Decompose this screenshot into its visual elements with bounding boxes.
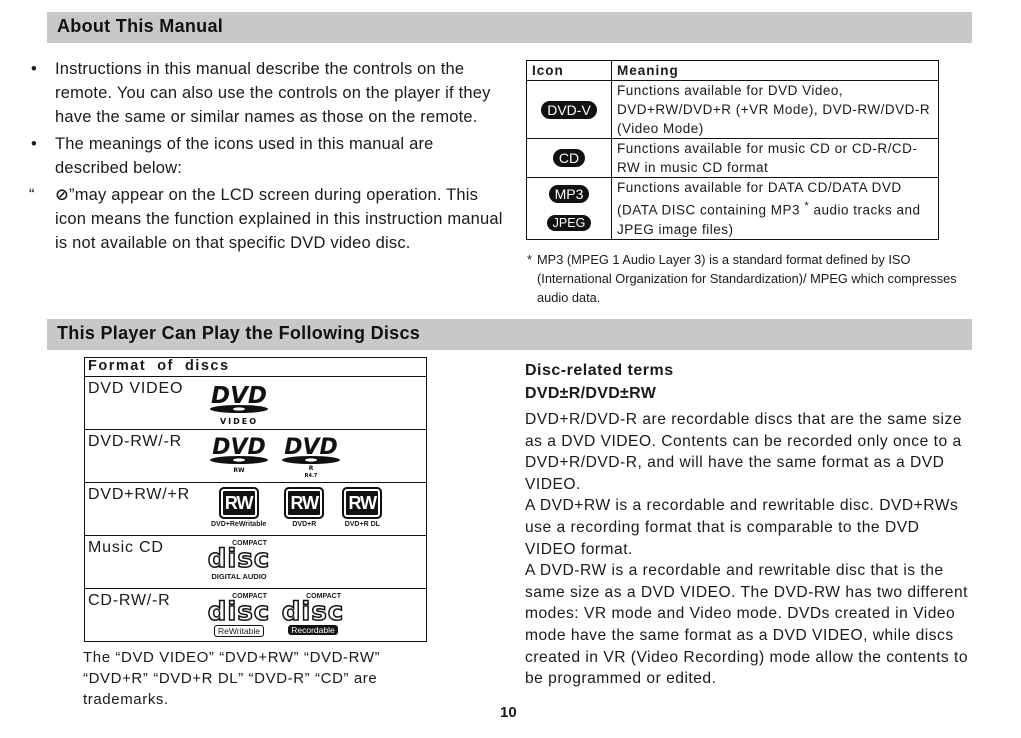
prohibited-icon: ⊘	[55, 186, 70, 204]
disc-format-label: CD-RW/-R	[88, 592, 171, 609]
terms-paragraph: A DVD-RW is a recordable and rewritable …	[525, 562, 969, 688]
table-row: DVD-V Functions available for DVD Video,…	[526, 80, 939, 139]
terms-paragraph: A DVD+RW is a recordable and rewritable …	[525, 497, 959, 558]
jpeg-icon: JPEG	[546, 215, 592, 232]
terms-paragraph: DVD+R/DVD-R are recordable discs that ar…	[525, 411, 962, 493]
svg-text:DVD: DVD	[284, 435, 338, 460]
table-row: DVD-RW/-R DVD RW DVD R R4.7	[84, 429, 427, 483]
footnote-star: *	[527, 252, 532, 267]
section-header-discs: This Player Can Play the Following Discs	[47, 319, 972, 350]
disc-format-label: DVD VIDEO	[88, 380, 184, 397]
table-row: DVD VIDEO DVD VIDEO	[84, 376, 427, 430]
table-row: CD Functions available for music CD or C…	[526, 138, 939, 178]
dvd-v-icon: DVD-V	[541, 100, 597, 119]
dvd-rw-logo-icon: DVD RW	[210, 435, 268, 474]
cd-icon: CD	[552, 149, 586, 167]
open-quote: “	[29, 186, 35, 204]
dvd-r-logo-icon: DVD R R4.7	[282, 435, 340, 479]
bullet-item: • Instructions in this manual describe t…	[31, 57, 511, 129]
meaning-cell: Functions available for music CD or CD-R…	[611, 138, 939, 178]
trademarks-note: The “DVD VIDEO” “DVD+RW” “DVD-RW” “DVD+R…	[83, 649, 381, 708]
svg-text:DVD: DVD	[211, 383, 267, 409]
section-header-about: About This Manual	[47, 12, 972, 43]
mp3-icon: MP3	[548, 185, 590, 204]
compact-disc-recordable-logo-icon: COMPACT disc Recordable	[281, 593, 345, 635]
svg-text:R4.7: R4.7	[305, 473, 318, 479]
disc-format-label: DVD+RW/+R	[88, 486, 191, 503]
bullet-text: Instructions in this manual describe the…	[55, 60, 491, 126]
svg-text:R: R	[309, 465, 314, 472]
disc-terms: Disc-related terms DVD±R/DVD±RW DVD+R/DV…	[525, 360, 975, 690]
disc-format-label: DVD-RW/-R	[88, 433, 183, 450]
dvd-video-logo-icon: DVD VIDEO	[210, 383, 268, 426]
icon-meaning-table: Icon Meaning DVD-V Functions available f…	[526, 60, 939, 240]
table-header-row: Icon Meaning	[526, 60, 939, 81]
footnote-marker: *	[804, 200, 810, 212]
bullet-icon: •	[31, 135, 37, 153]
page-number: 10	[500, 704, 517, 721]
section-title: About This Manual	[57, 16, 224, 36]
dvd-plus-rewritable-logo-icon: RW DVD+ReWritable	[211, 487, 266, 528]
meaning-cell: Functions available for DVD Video, DVD+R…	[611, 80, 939, 139]
table-row: DVD+RW/+R RW DVD+ReWritable RW DVD+R RW …	[84, 482, 427, 536]
dvd-plus-r-logo-icon: RW DVD+R	[284, 487, 325, 528]
meaning-cell: Functions available for DATA CD/DATA DVD…	[611, 177, 939, 240]
footnote: * MP3 (MPEG 1 Audio Layer 3) is a standa…	[527, 250, 967, 307]
table-row: MP3 JPEG Functions available for DATA CD…	[526, 177, 939, 240]
dvd-plus-r-dl-logo-icon: RW DVD+R DL	[342, 487, 383, 528]
disc-format-label: Music CD	[88, 539, 164, 556]
bullet-item: • The meanings of the icons used in this…	[31, 132, 511, 180]
compact-disc-rewritable-logo-icon: COMPACT disc ReWritable	[207, 593, 271, 637]
table-row: Music CD COMPACT disc DIGITAL AUDIO	[84, 535, 427, 589]
compact-disc-digital-audio-logo-icon: COMPACT disc DIGITAL AUDIO	[207, 540, 271, 581]
bullet-icon: •	[31, 60, 37, 78]
svg-text:RW: RW	[233, 467, 245, 474]
column-header-meaning: Meaning	[611, 60, 939, 81]
footnote-text: MP3 (MPEG 1 Audio Layer 3) is a standard…	[537, 252, 957, 305]
table-row: CD-RW/-R COMPACT disc ReWritable COMPACT…	[84, 588, 427, 642]
section-title: This Player Can Play the Following Discs	[57, 323, 421, 343]
column-header-icon: Icon	[526, 60, 612, 81]
terms-subheading: DVD±R/DVD±RW	[525, 385, 657, 402]
about-text: • Instructions in this manual describe t…	[29, 57, 511, 258]
column-header-format: Format of discs	[84, 357, 427, 377]
bullet-text: The meanings of the icons used in this m…	[55, 135, 434, 177]
table-header-row: Format of discs	[84, 357, 427, 377]
svg-text:VIDEO: VIDEO	[220, 417, 258, 426]
terms-heading: Disc-related terms	[525, 362, 674, 379]
prohibited-note: “ ⊘”may appear on the LCD screen during …	[29, 183, 511, 255]
svg-text:DVD: DVD	[212, 435, 266, 460]
note-text: ”may appear on the LCD screen during ope…	[55, 186, 503, 252]
disc-format-table: Format of discs DVD VIDEO DVD VIDEO DVD-…	[84, 357, 427, 642]
